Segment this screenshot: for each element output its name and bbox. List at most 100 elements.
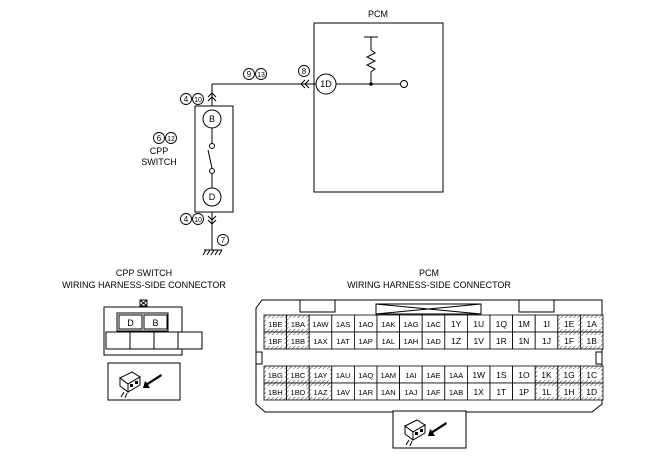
- svg-text:8: 8: [302, 67, 307, 76]
- pcm-pin: 1H: [557, 382, 581, 401]
- pcm-pin: 1Y: [444, 314, 468, 333]
- svg-text:1AZ: 1AZ: [314, 388, 328, 397]
- pcm-pin: 1AR: [353, 382, 378, 401]
- pcm-pin: 1M: [512, 314, 536, 333]
- cpp-connector-title-1: CPP SWITCH: [116, 268, 172, 278]
- pcm-pin: 1AZ: [308, 382, 333, 401]
- ref-marker: 6: [153, 132, 165, 144]
- svg-text:9: 9: [247, 70, 252, 79]
- cpp-connector-lock-mark: [139, 299, 148, 307]
- svg-text:1AP: 1AP: [359, 337, 373, 346]
- svg-text:1AX: 1AX: [313, 337, 327, 346]
- svg-text:1AF: 1AF: [427, 388, 441, 397]
- svg-text:1AV: 1AV: [336, 388, 351, 397]
- cpp-pin: [177, 331, 203, 350]
- ref-marker: 4: [180, 213, 192, 225]
- pcm-pin: 1BH: [263, 382, 288, 401]
- svg-text:B: B: [152, 318, 158, 328]
- pcm-pin: 1AT: [331, 331, 355, 350]
- pcm-pin: 1X: [466, 382, 491, 401]
- connector-view-icon: [404, 419, 447, 447]
- svg-text:1B: 1B: [586, 336, 597, 346]
- pcm-pin: 1C: [580, 365, 604, 384]
- pcm-internal-circuit: [336, 36, 400, 85]
- svg-text:1AS: 1AS: [336, 320, 350, 329]
- pcm-terminal-1d-label: 1D: [320, 79, 332, 89]
- pcm-pin: 1U: [466, 314, 491, 333]
- pcm-pin: 1W: [466, 365, 491, 384]
- svg-text:1Z: 1Z: [451, 336, 461, 346]
- svg-text:1AR: 1AR: [358, 388, 373, 397]
- svg-text:1BB: 1BB: [291, 337, 305, 346]
- ground-wire: [207, 212, 217, 250]
- pcm-pin: 1AE: [421, 365, 446, 384]
- svg-text:1Q: 1Q: [496, 319, 508, 329]
- cpp-switch-housing: [194, 105, 234, 213]
- switch-name-line2: SWITCH: [141, 157, 177, 167]
- pcm-pin: 1L: [534, 382, 559, 401]
- pcm-pin: 1BA: [286, 314, 310, 333]
- svg-text:1BH: 1BH: [268, 388, 283, 397]
- pcm-pin: 1R: [489, 331, 514, 350]
- pcm-pin: 1Q: [489, 314, 514, 333]
- pcm-pin: 1AP: [353, 331, 378, 350]
- pcm-pin: 1V: [466, 331, 491, 350]
- pcm-box: [313, 22, 444, 193]
- pcm-junction-dot: [369, 82, 373, 86]
- pcm-pin: 1AJ: [399, 382, 423, 401]
- svg-text:1E: 1E: [564, 319, 575, 329]
- svg-text:1BF: 1BF: [268, 337, 282, 346]
- pcm-pin: 1S: [489, 365, 514, 384]
- svg-text:D: D: [127, 318, 134, 328]
- pcm-pin: 1BB: [286, 331, 310, 350]
- svg-text:1C: 1C: [586, 370, 597, 380]
- svg-text:1AI: 1AI: [405, 371, 416, 380]
- svg-text:1F: 1F: [564, 336, 574, 346]
- pcm-connector-center-key: [375, 303, 482, 315]
- svg-text:12: 12: [167, 136, 175, 143]
- pcm-pin: 1BE: [263, 314, 288, 333]
- ground-icon: [202, 249, 223, 256]
- svg-text:1N: 1N: [518, 336, 529, 346]
- svg-text:1X: 1X: [473, 387, 484, 397]
- pcm-connector-title-1: PCM: [419, 268, 439, 278]
- svg-text:1R: 1R: [496, 336, 507, 346]
- svg-text:1AJ: 1AJ: [404, 388, 417, 397]
- svg-text:1BG: 1BG: [268, 371, 283, 380]
- pcm-pin: 1T: [489, 382, 514, 401]
- svg-text:1T: 1T: [496, 387, 506, 397]
- cpp-connector-title-2: WIRING HARNESS-SIDE CONNECTOR: [62, 280, 226, 290]
- svg-text:1Y: 1Y: [451, 319, 462, 329]
- switch-name-line1: CPP: [150, 146, 169, 156]
- switch-terminal-d: [202, 187, 222, 207]
- svg-text:1AM: 1AM: [380, 371, 396, 380]
- svg-text:1AD: 1AD: [426, 337, 441, 346]
- pcm-pin: 1F: [557, 331, 581, 350]
- svg-text:1U: 1U: [473, 319, 484, 329]
- svg-text:1J: 1J: [542, 336, 551, 346]
- pcm-output-terminal: [400, 80, 408, 88]
- svg-text:7: 7: [221, 236, 226, 245]
- pcm-pin: 1P: [512, 382, 536, 401]
- ref-marker: 13: [255, 68, 267, 80]
- pcm-pin: 1AM: [376, 365, 401, 384]
- svg-text:1O: 1O: [518, 370, 530, 380]
- pcm-pin: 1D: [580, 382, 604, 401]
- cpp-pin: [153, 331, 179, 350]
- cpp-pin: D: [118, 314, 143, 330]
- pcm-pin: 1AW: [308, 314, 333, 333]
- pcm-pin: 1AV: [331, 382, 355, 401]
- pcm-pin: 1AU: [331, 365, 355, 384]
- pcm-pin: 1AK: [376, 314, 401, 333]
- pcm-pin: 1J: [534, 331, 559, 350]
- svg-text:1AU: 1AU: [336, 371, 351, 380]
- ref-marker: 12: [165, 132, 177, 144]
- ref-marker: 10: [192, 213, 204, 225]
- pcm-pin: 1AH: [399, 331, 423, 350]
- svg-text:1S: 1S: [496, 370, 507, 380]
- svg-text:1BD: 1BD: [291, 388, 306, 397]
